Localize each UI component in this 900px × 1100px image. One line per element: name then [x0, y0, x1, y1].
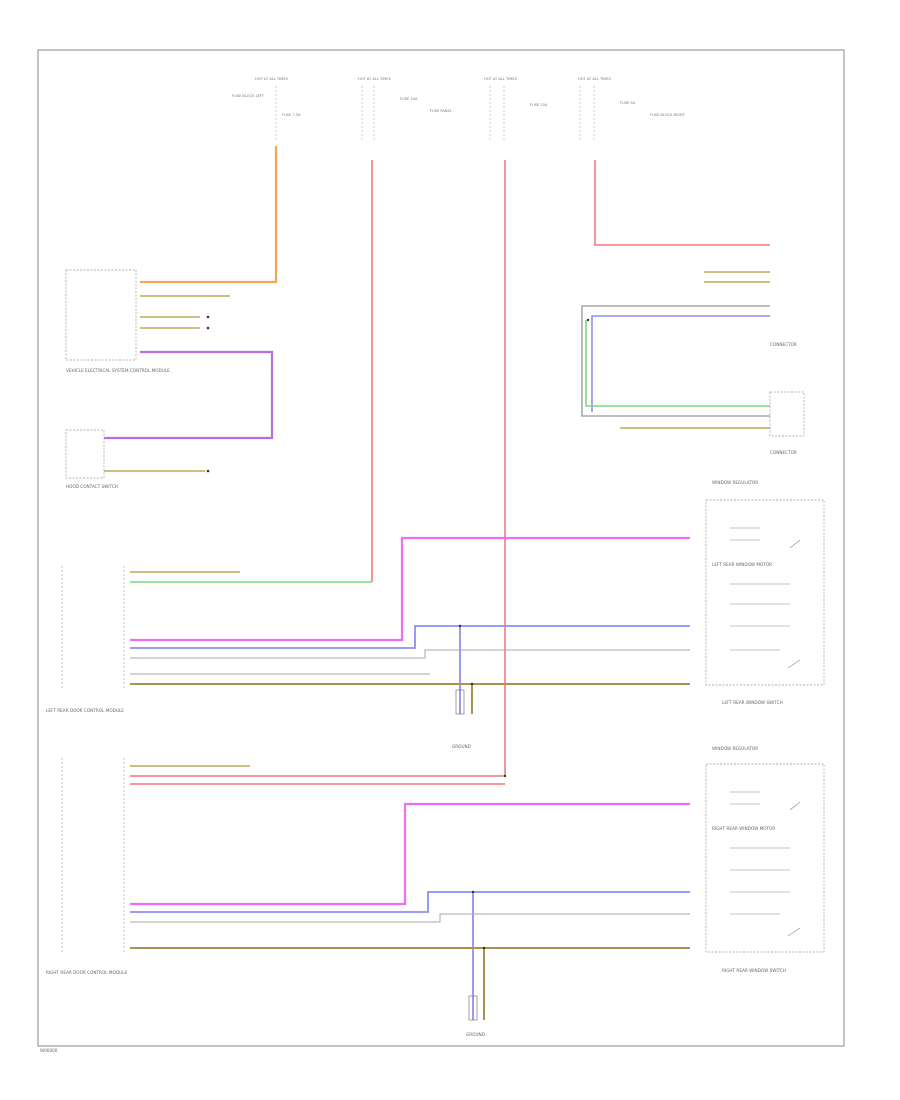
fuse-4-note: FUSE BLOCK RIGHT [650, 113, 686, 117]
right-rear-switch-box [705, 763, 825, 953]
wire-orange [140, 146, 278, 284]
fuse-1-hot-label: HOT AT ALL TIMES [255, 77, 289, 81]
fuse-1-rating: FUSE 7.5A [282, 113, 301, 117]
fuse-4-rating: FUSE 5A [620, 101, 636, 105]
fuse-1-note: FUSE BLOCK LEFT [232, 94, 265, 98]
right-rear-regulator-label: WINDOW REGULATOR [712, 746, 758, 751]
ground-2-connector [468, 995, 478, 1021]
wire-magenta-1 [130, 536, 690, 642]
left-switch-contacts [730, 527, 801, 669]
ground-2-label: GROUND [466, 1032, 485, 1037]
fuse-block-4: HOT AT ALL TIMES FUSE 5A FUSE BLOCK RIGH… [578, 77, 686, 140]
fuse-block-1: HOT AT ALL TIMES FUSE BLOCK LEFT FUSE 7.… [232, 77, 301, 140]
wire-gray-loop [581, 305, 770, 417]
connector-dots [206, 315, 590, 950]
diagram-frame [37, 49, 845, 1047]
ground-1-connector [455, 689, 465, 715]
ground-1-label: GROUND [452, 744, 471, 749]
fuse-block-3: HOT AT ALL TIMES FUSE 10A [484, 77, 548, 140]
right-rear-motor-label: RIGHT REAR WINDOW MOTOR [712, 826, 775, 831]
right-rear-module-label: RIGHT REAR DOOR CONTROL MODULE [46, 970, 127, 975]
footer-code: W00000 [40, 1048, 58, 1053]
wire-blue-1 [130, 625, 690, 649]
wire-magenta-2 [130, 802, 690, 906]
left-module-box [65, 269, 137, 361]
wire-red-4 [594, 160, 770, 246]
fuse-2-hot-label: HOT AT ALL TIMES [358, 77, 392, 81]
hood-switch-label: HOOD CONTACT SWITCH [66, 484, 118, 489]
wire-gray-3 [130, 913, 690, 923]
left-rear-motor-label: LEFT REAR WINDOW MOTOR [712, 562, 772, 567]
wire-gray-1 [130, 649, 690, 659]
connector-right-box [769, 391, 805, 437]
fuse-3-rating: FUSE 10A [530, 103, 548, 107]
hood-switch-box [65, 429, 105, 479]
left-rear-module-label: LEFT REAR DOOR CONTROL MODULE [46, 708, 124, 713]
fuse-4-hot-label: HOT AT ALL TIMES [578, 77, 612, 81]
connector-right-label: CONNECTOR [770, 450, 797, 455]
fuse-2-note: FUSE PANEL [430, 109, 452, 113]
wire-blue-2 [130, 891, 690, 913]
fuse-2-rating: FUSE 10A [400, 97, 418, 101]
wire-green-right [585, 320, 770, 407]
right-rear-switch-label: RIGHT REAR WINDOW SWITCH [722, 968, 786, 973]
fuse-block-2: HOT AT ALL TIMES FUSE 10A FUSE PANEL [358, 77, 452, 140]
left-rear-switch-label: LEFT REAR WINDOW SWITCH [722, 700, 783, 705]
wire-blue-loop [591, 315, 770, 412]
wire-purple [104, 350, 274, 440]
fuse-3-hot-label: HOT AT ALL TIMES [484, 77, 518, 81]
right-switch-contacts [730, 791, 801, 937]
left-rear-switch-box [705, 499, 825, 686]
left-rear-regulator-label: WINDOW REGULATOR [712, 480, 758, 485]
left-module-label: VEHICLE ELECTRICAL SYSTEM CONTROL MODULE [66, 368, 170, 373]
connector-top-label: CONNECTOR [770, 342, 797, 347]
